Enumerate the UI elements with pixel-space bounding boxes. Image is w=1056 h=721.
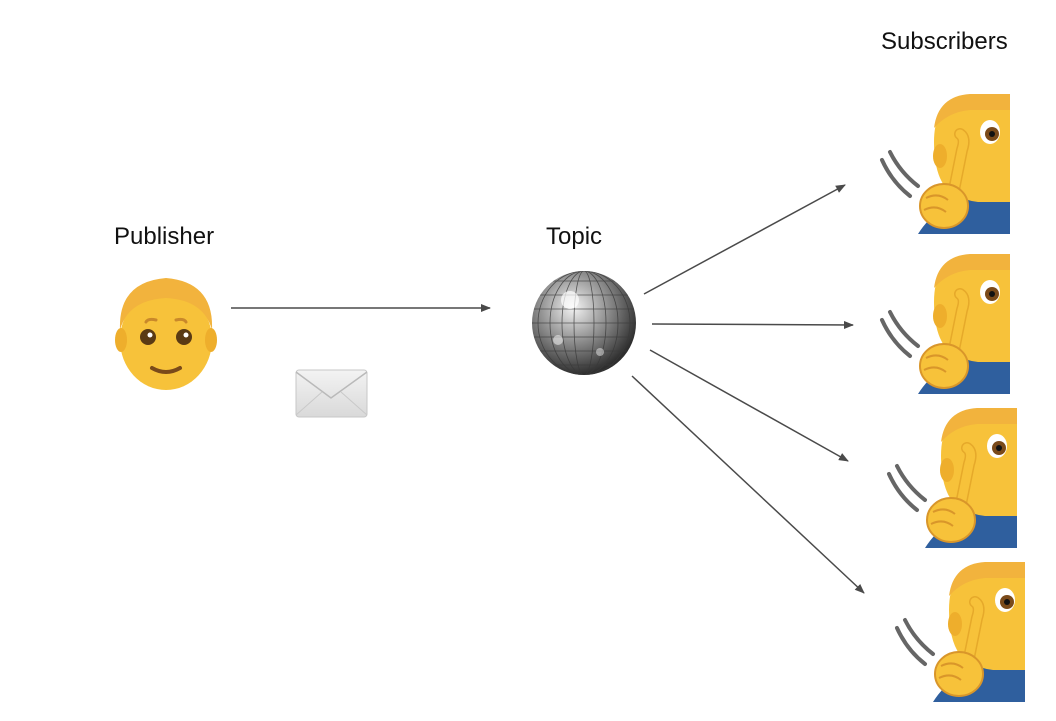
listening-person-icon — [889, 408, 1017, 548]
listening-person-icon — [882, 94, 1010, 234]
arrow-topic-to-subscriber-4 — [631, 375, 865, 594]
arrow-topic-to-subscriber-1 — [643, 184, 846, 295]
listening-person-icon — [897, 562, 1025, 702]
publisher-label: Publisher — [114, 223, 215, 250]
listening-person-icon — [882, 254, 1010, 394]
subscribers-label: Subscribers — [881, 28, 1008, 55]
topic-label: Topic — [546, 223, 603, 250]
arrow-topic-to-subscriber-3 — [649, 349, 849, 462]
envelope-icon — [295, 369, 368, 418]
arrow-topic-to-subscriber-2 — [651, 320, 854, 329]
disco-ball-icon — [532, 271, 636, 375]
man-face-icon — [115, 278, 217, 390]
